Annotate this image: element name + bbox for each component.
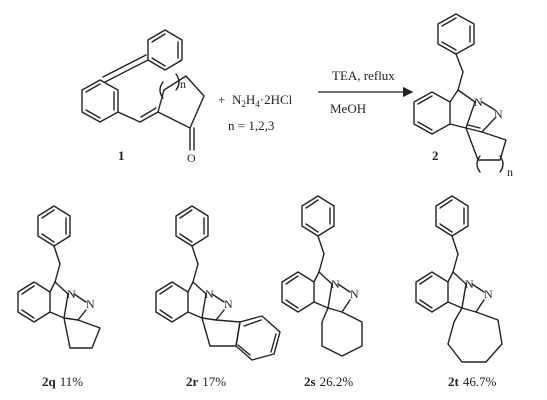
reagent-formula: N2H4·2HCl	[232, 92, 293, 109]
structure-2t	[415, 195, 503, 363]
atom-n-2s-1: N	[331, 277, 340, 291]
atom-n-2q-2: N	[86, 297, 95, 311]
atom-n-2s-2: N	[350, 287, 359, 301]
atom-n-2t-1: N	[465, 277, 474, 291]
condition-top: TEA, reflux	[332, 68, 395, 83]
product-ring-index-n: n	[507, 165, 513, 179]
structure-2s	[281, 195, 363, 357]
structure-2r	[155, 205, 281, 361]
plus-sign: +	[218, 92, 225, 107]
atom-n-2q-1: N	[67, 287, 76, 301]
reactant-structure	[81, 29, 205, 151]
atom-n-2r-1: N	[205, 287, 214, 301]
atom-n-2r-2: N	[224, 297, 233, 311]
product-structure	[413, 13, 507, 173]
n-values: n = 1,2,3	[228, 118, 274, 133]
reactant-label: 1	[118, 148, 125, 163]
structure-2q	[17, 205, 101, 349]
atom-n-2t-2: N	[484, 287, 493, 301]
ring-index-n: n	[180, 77, 186, 91]
product-atom-n2: N	[494, 107, 503, 121]
product-atom-n1: N	[474, 95, 483, 109]
oxygen-atom: O	[187, 151, 196, 165]
product-label: 2	[432, 148, 439, 163]
condition-bottom: MeOH	[330, 101, 366, 116]
